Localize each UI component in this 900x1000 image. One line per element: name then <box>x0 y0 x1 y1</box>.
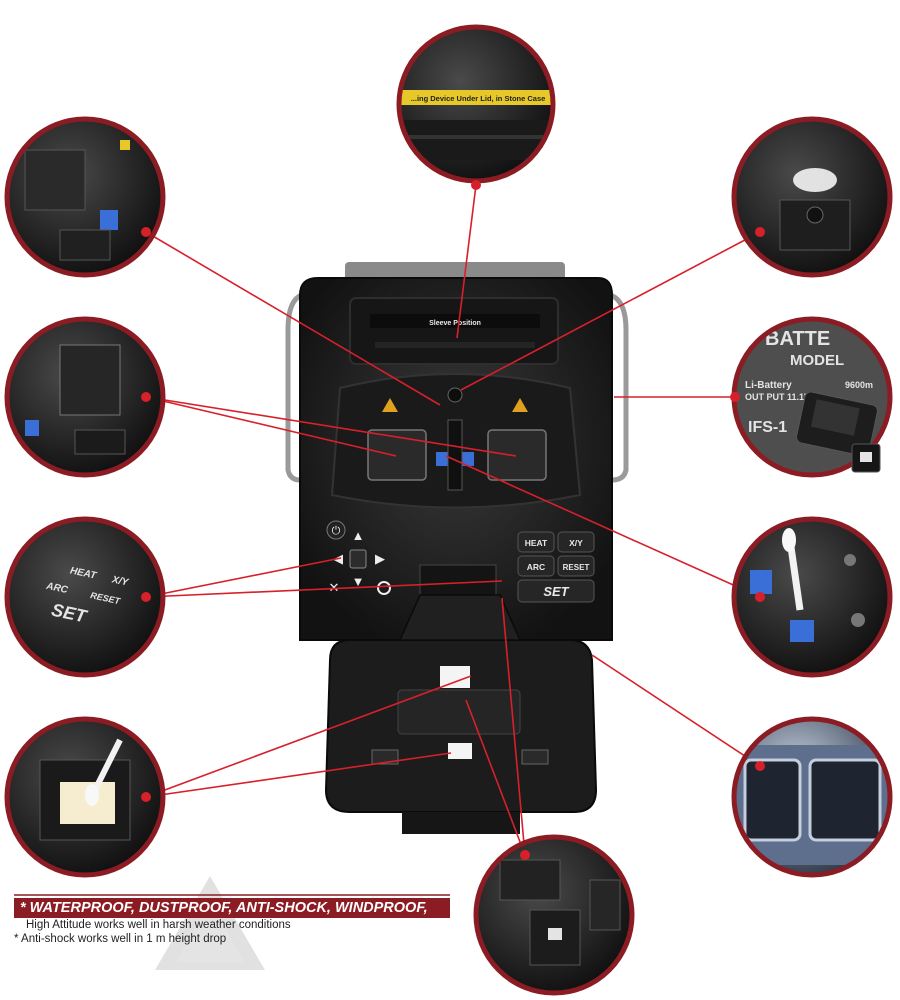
battery-title: BATTE <box>765 328 830 350</box>
feature-badge: * WATERPROOF, DUSTPROOF, ANTI-SHOCK, WIN… <box>14 898 450 946</box>
battery-charger <box>796 391 881 473</box>
callout-dot <box>755 227 765 237</box>
battery-code-label: IFS-1 <box>748 419 787 436</box>
callout-circle-rubber-seal <box>731 716 893 878</box>
callout-lines <box>145 184 761 856</box>
warning-icon-right <box>512 398 528 412</box>
callout-line-l4-b <box>145 752 452 798</box>
v-groove-blue-left <box>436 452 448 466</box>
fusion-splicer-device: Sleeve Position ⏻ ▲ ◀ ▶ ▼ ✕ <box>285 262 629 834</box>
warning-icon-left <box>382 398 398 412</box>
tray-left-slot <box>371 749 399 765</box>
xy-key-label: X/Y <box>569 538 583 548</box>
callout-circle-led-light <box>731 116 893 278</box>
hinge-block <box>419 564 497 596</box>
heat-key[interactable] <box>517 531 555 553</box>
callout-circle-clamp-mechanism <box>4 116 166 278</box>
keypad-arc-label: ARC <box>44 581 69 597</box>
arc-key[interactable] <box>517 555 555 577</box>
sleeve-position-label: Sleeve Position <box>429 320 481 327</box>
right-handle <box>609 292 629 483</box>
cancel-button[interactable]: ✕ <box>329 580 340 595</box>
heat-key-label: HEAT <box>525 538 548 548</box>
electrode-center <box>447 419 463 491</box>
callout-circle-cleaver <box>473 834 635 996</box>
heater-lid <box>349 297 559 365</box>
down-arrow-button[interactable]: ▼ <box>352 574 365 589</box>
callout-dot <box>141 392 151 402</box>
callout-line-r3 <box>445 455 761 598</box>
callout-line-top-left <box>145 231 441 406</box>
left-keypad: ⏻ ▲ ◀ ▶ ▼ ✕ <box>326 520 391 595</box>
callout-dot <box>141 792 151 802</box>
battery-type-label: Li-Battery <box>745 380 792 391</box>
callout-dot <box>520 850 530 860</box>
right-arrow-button[interactable]: ▶ <box>375 551 385 566</box>
keypad-xy-label: X/Y <box>110 574 130 589</box>
callout-line-r4 <box>591 654 761 767</box>
callout-dot <box>471 180 481 190</box>
callout-line-bottom-a <box>465 699 526 856</box>
triangle-watermark-icon <box>155 876 265 970</box>
battery-capacity-label: 9600m <box>845 380 873 390</box>
callout-circle-fiber-holder <box>4 316 166 478</box>
callout-line-keypad-a <box>145 557 342 598</box>
cleaning-pad-upper <box>440 666 470 688</box>
callout-dot <box>141 227 151 237</box>
tray-neck <box>398 594 522 641</box>
sleeve-slot <box>370 314 540 328</box>
callout-line-top <box>456 184 477 339</box>
reset-key[interactable] <box>557 555 595 577</box>
v-groove-blue-right <box>462 452 474 466</box>
battery-model-label: MODEL <box>790 352 844 369</box>
callout-line-l4-a <box>145 675 472 798</box>
feature-line-anti-shock: * Anti-shock works well in 1 m height dr… <box>14 933 227 945</box>
stripper-holder <box>397 689 521 735</box>
heater-sticker-text: ...ing Device Under Lid, in Stone Case <box>411 94 546 103</box>
right-keypad: HEAT X/Y ARC RESET SET <box>517 531 595 603</box>
set-key[interactable] <box>517 579 595 603</box>
ok-button[interactable] <box>377 581 391 595</box>
callout-line-mid-left-a <box>145 396 397 457</box>
set-key-label: SET <box>543 584 569 599</box>
callout-line-top-right <box>460 231 761 391</box>
arc-key-label: ARC <box>527 562 545 572</box>
left-handle <box>285 292 304 483</box>
callout-dot <box>755 761 765 771</box>
fiber-clamp-right <box>487 429 547 481</box>
callout-dot <box>141 592 151 602</box>
up-arrow-button[interactable]: ▲ <box>352 528 365 543</box>
reset-key-label: RESET <box>563 563 590 572</box>
tray-right-slot <box>521 749 549 765</box>
feature-headline: * WATERPROOF, DUSTPROOF, ANTI-SHOCK, WIN… <box>14 898 450 918</box>
tray-foot <box>402 812 520 834</box>
callout-circle-keypad: HEAT X/Y ARC RESET SET <box>4 516 166 678</box>
callout-line-mid-left-b <box>145 396 517 457</box>
power-button[interactable] <box>326 520 346 540</box>
callout-line-bottom-b <box>501 597 526 856</box>
callout-circle-cleaning-swab <box>731 516 893 678</box>
menu-button[interactable] <box>349 549 367 569</box>
fiber-clamp-left <box>367 429 427 481</box>
callout-dot <box>755 592 765 602</box>
cleaning-pad-lower <box>448 743 472 759</box>
callout-circle-heater: ...ing Device Under Lid, in Stone Case <box>396 24 556 190</box>
camera-lens <box>447 387 463 403</box>
callout-circle-battery: BATTE MODEL Li-Battery OUT PUT 11.1V 960… <box>730 316 893 478</box>
callout-circle-cleaning-pad <box>4 716 166 878</box>
battery-output-label: OUT PUT 11.1V <box>745 392 810 402</box>
feature-line-altitude: High Attitude works well in harsh weathe… <box>26 919 291 931</box>
power-icon: ⏻ <box>332 525 341 537</box>
callout-dot <box>730 392 740 402</box>
xy-key[interactable] <box>557 531 595 553</box>
callout-line-keypad-b <box>145 580 503 598</box>
